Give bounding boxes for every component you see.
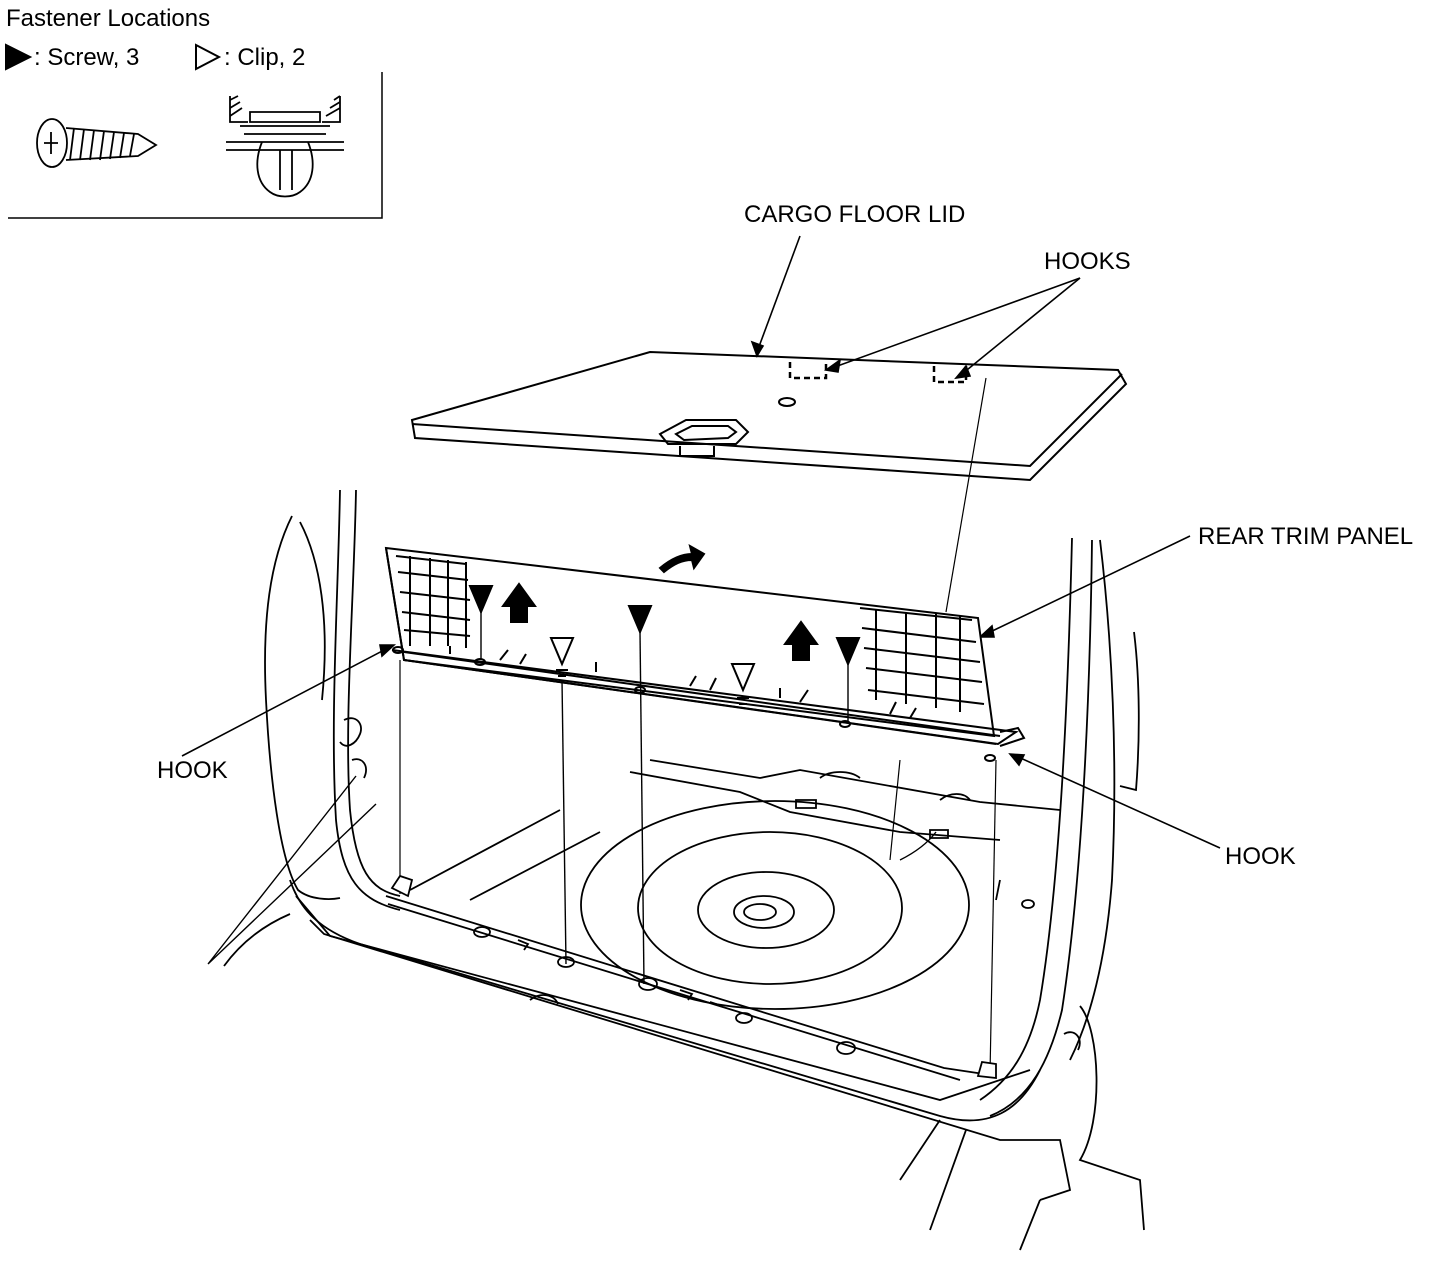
hooks-label: HOOKS bbox=[1044, 248, 1131, 275]
clip-illustration bbox=[226, 95, 344, 198]
cargo-floor-lid bbox=[410, 350, 1128, 482]
screw-marker-2-icon bbox=[627, 605, 653, 635]
clip-marker-icon bbox=[195, 43, 222, 71]
screw-marker-1-icon bbox=[468, 585, 494, 615]
arrow-up-icon-1 bbox=[501, 582, 537, 623]
cargo-area-body bbox=[207, 489, 1145, 1251]
cargo-floor-lid-label: CARGO FLOOR LID bbox=[744, 201, 966, 228]
fastener-markers bbox=[399, 543, 997, 1075]
screw-legend-label: : Screw, 3 bbox=[34, 44, 140, 71]
hook-right-label: HOOK bbox=[1225, 843, 1296, 870]
hook-left-label: HOOK bbox=[157, 757, 228, 784]
screw-marker-3-icon bbox=[835, 637, 861, 667]
clip-marker-1-icon bbox=[549, 637, 575, 667]
leader-lines bbox=[181, 235, 1221, 849]
rear-trim-panel-label: REAR TRIM PANEL bbox=[1198, 523, 1414, 550]
legend-panel bbox=[5, 43, 383, 219]
clip-legend-label: : Clip, 2 bbox=[224, 44, 306, 71]
clip-marker-2-icon bbox=[730, 663, 756, 693]
legend-title: Fastener Locations bbox=[6, 5, 211, 32]
screw-illustration bbox=[36, 118, 158, 168]
screw-marker-icon bbox=[5, 43, 33, 71]
arrow-up-icon-2 bbox=[783, 620, 819, 661]
rear-trim-panel bbox=[384, 546, 1026, 762]
curved-arrow-icon bbox=[658, 543, 706, 574]
